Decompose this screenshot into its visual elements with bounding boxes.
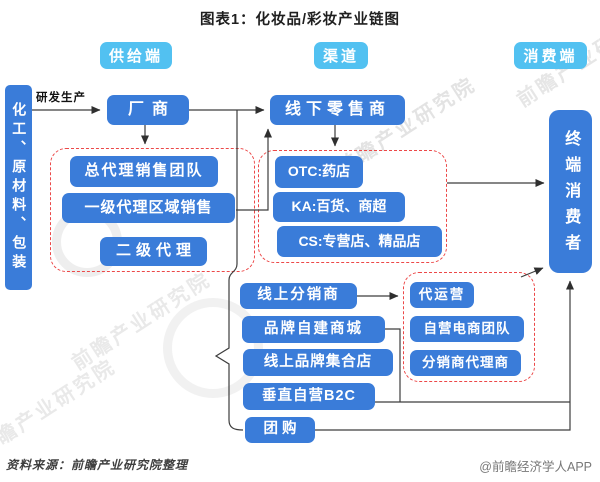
node-brand-mall: 品牌自建商城 <box>242 316 385 343</box>
node-level1-agent: 一级代理区域销售 <box>62 193 235 223</box>
node-distributor-agent: 分销商代理商 <box>410 350 521 376</box>
node-raw-materials: 化工、原材料、包装 <box>5 85 32 290</box>
node-online-collection: 线上品牌集合店 <box>243 349 393 376</box>
node-group-buy: 团购 <box>245 417 315 443</box>
node-otc: OTC:药店 <box>275 156 363 188</box>
brand-credit: @前瞻经济学人APP <box>479 460 592 474</box>
group-online-operation <box>403 272 535 382</box>
node-offline-retailer: 线下零售商 <box>270 95 405 125</box>
section-header-supply: 供给端 <box>100 42 172 69</box>
source-note: 资料来源：前瞻产业研究院整理 <box>6 458 189 472</box>
node-end-consumer: 终端消费者 <box>549 110 592 273</box>
page-title: 图表1：化妆品/彩妆产业链图 <box>199 12 401 28</box>
node-cs: CS:专营店、精品店 <box>277 226 442 257</box>
node-general-agent: 总代理销售团队 <box>70 156 218 187</box>
node-manufacturer: 厂商 <box>107 95 189 125</box>
section-header-consumer: 消费端 <box>514 42 587 69</box>
node-vertical-b2c: 垂直自营B2C <box>243 383 375 410</box>
node-level2-agent: 二级代理 <box>100 237 207 266</box>
node-self-ecommerce: 自营电商团队 <box>410 316 524 342</box>
node-agency-operation: 代运营 <box>410 282 474 308</box>
watermark-logo <box>163 298 263 398</box>
node-online-distributor: 线上分销商 <box>240 283 357 309</box>
watermark-text: 前瞻产业研究院 <box>0 355 121 462</box>
node-ka: KA:百货、商超 <box>273 192 405 222</box>
section-header-channel: 渠道 <box>314 42 368 69</box>
edge-label-rd-production: 研发生产 <box>36 92 86 104</box>
